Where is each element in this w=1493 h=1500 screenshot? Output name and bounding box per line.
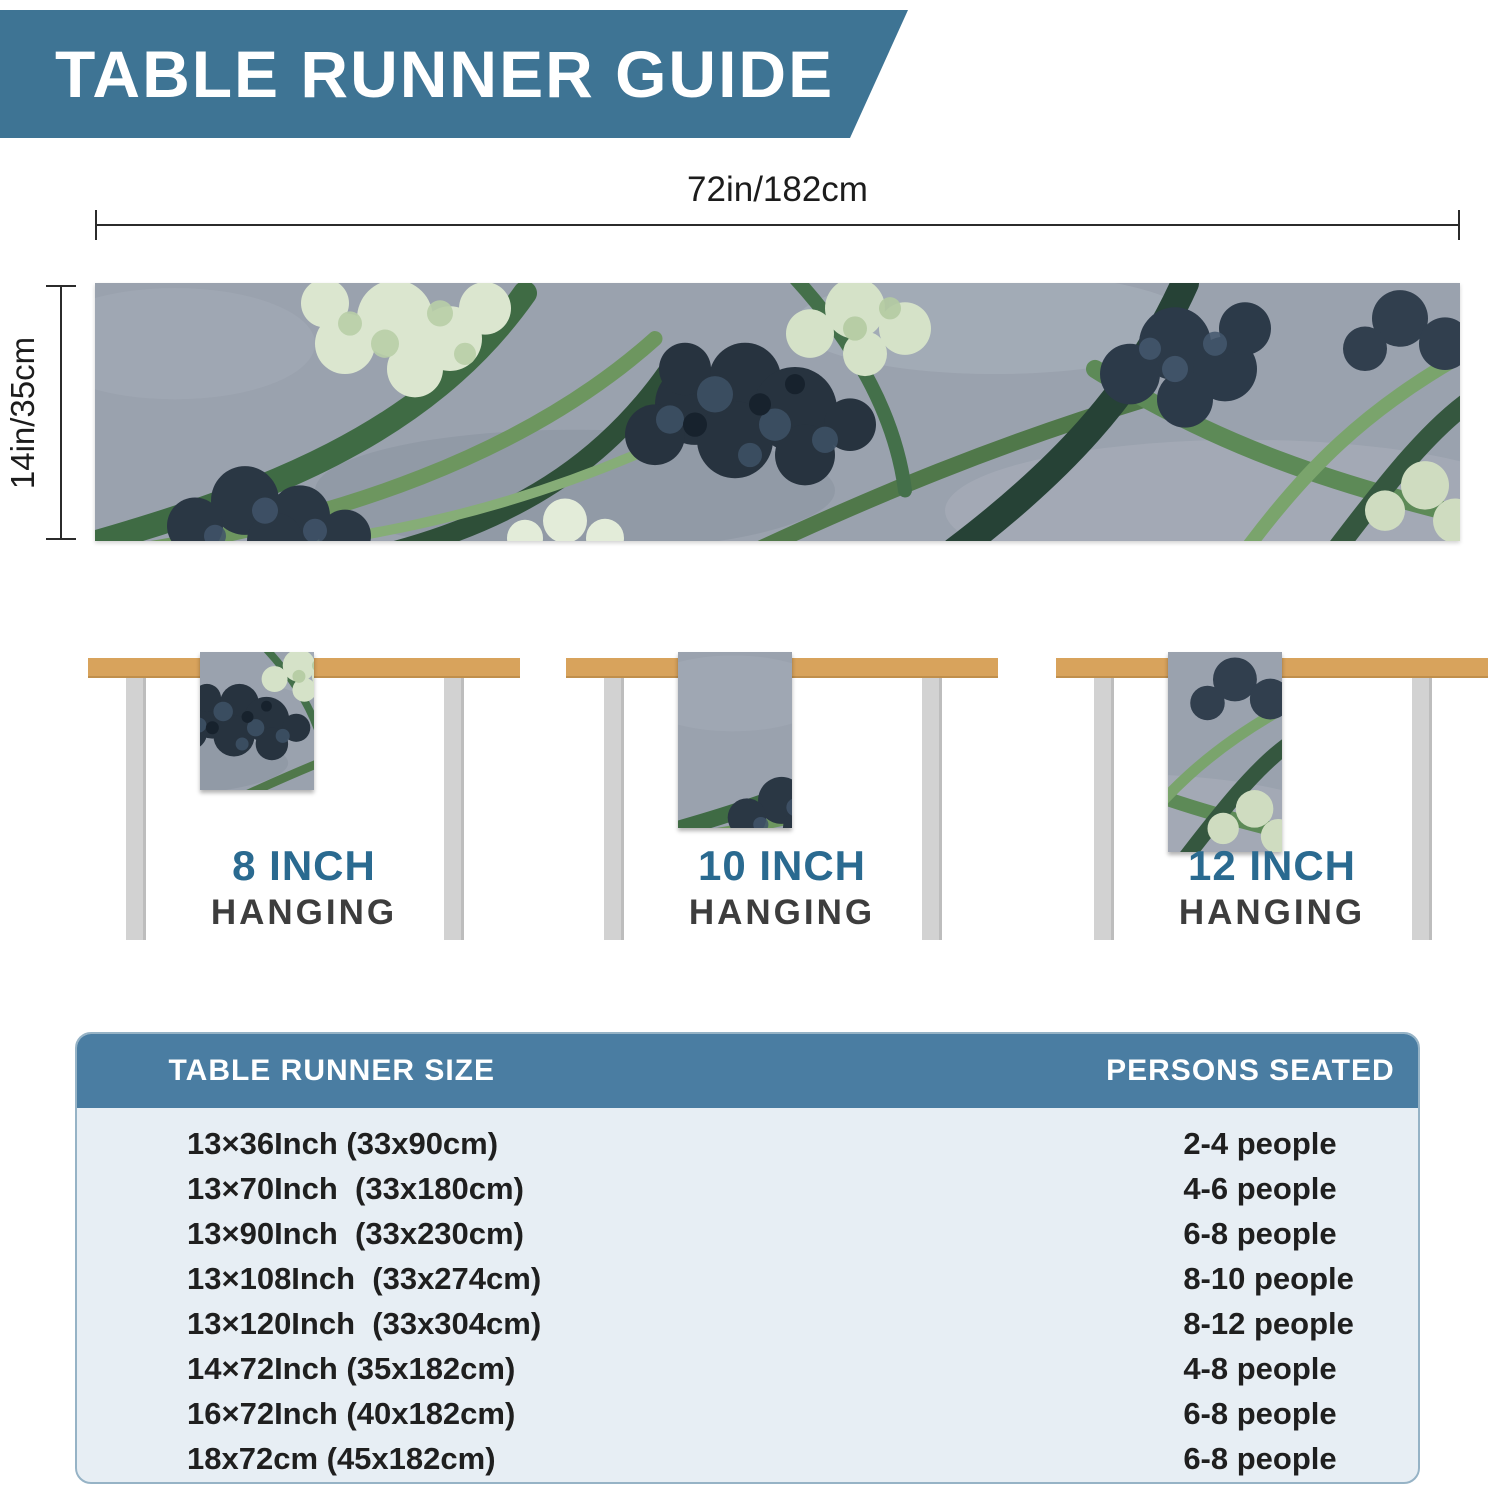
runner-drape xyxy=(1168,652,1282,852)
runner-drape xyxy=(678,652,792,828)
floral-pattern xyxy=(1168,652,1282,852)
cell-size: 16×72Inch (40x182cm) xyxy=(187,1395,516,1431)
cell-size: 13×70Inch (33x180cm) xyxy=(187,1170,524,1206)
floral-pattern xyxy=(200,652,314,790)
floral-pattern xyxy=(678,652,792,828)
cell-size: 14×72Inch (35x182cm) xyxy=(187,1350,516,1386)
cell-persons: 6-8 people xyxy=(1183,1440,1337,1476)
cell-size: 13×120Inch (33x304cm) xyxy=(187,1305,542,1341)
hanging-example-10inch: 10 INCH HANGING xyxy=(566,650,998,980)
cell-size: 13×108Inch (33x274cm) xyxy=(187,1260,542,1296)
table-leg-left xyxy=(1094,678,1114,940)
table-leg-right xyxy=(1412,678,1432,940)
table-row: 13×108Inch (33x274cm) 8-10 people xyxy=(77,1256,1418,1301)
hanging-text-label: HANGING xyxy=(1178,893,1366,932)
table-row: 13×120Inch (33x304cm) 8-12 people xyxy=(77,1301,1418,1346)
table-leg-right xyxy=(922,678,942,940)
hanging-size-label: 8 INCH xyxy=(232,842,376,889)
cell-size: 13×36Inch (33x90cm) xyxy=(187,1125,499,1161)
cell-persons: 6-8 people xyxy=(1183,1395,1337,1431)
cell-persons: 2-4 people xyxy=(1183,1125,1337,1161)
table-leg-left xyxy=(126,678,146,940)
page-title: TABLE RUNNER GUIDE xyxy=(55,37,835,111)
table-row: 16×72Inch (40x182cm) 6-8 people xyxy=(77,1391,1418,1436)
table-leg-left xyxy=(604,678,624,940)
width-dimension-line xyxy=(95,210,1460,240)
hanging-example-8inch: 8 INCH HANGING xyxy=(88,650,520,980)
cell-persons: 8-12 people xyxy=(1183,1305,1354,1341)
hanging-size-label: 10 INCH xyxy=(697,842,867,889)
hanging-text-label: HANGING xyxy=(688,893,876,932)
cell-persons: 8-10 people xyxy=(1183,1260,1354,1296)
floral-pattern xyxy=(95,283,1460,541)
runner-drape xyxy=(200,652,314,790)
cell-size: 18x72cm (45x182cm) xyxy=(187,1440,496,1476)
hanging-size-label: 12 INCH xyxy=(1187,842,1357,889)
size-table-header: TABLE RUNNER SIZE PERSONS SEATED xyxy=(77,1034,1418,1108)
table-leg-right xyxy=(444,678,464,940)
cell-persons: 4-8 people xyxy=(1183,1350,1337,1386)
header-persons-seated: PERSONS SEATED xyxy=(1106,1054,1395,1087)
table-row: 13×36Inch (33x90cm) 2-4 people xyxy=(77,1121,1418,1166)
table-row: 13×70Inch (33x180cm) 4-6 people xyxy=(77,1166,1418,1211)
table-row: 13×90Inch (33x230cm) 6-8 people xyxy=(77,1211,1418,1256)
header-table-runner-size: TABLE RUNNER SIZE xyxy=(168,1054,496,1087)
size-table-body: 13×36Inch (33x90cm) 2-4 people 13×70Inch… xyxy=(77,1108,1418,1481)
size-table: TABLE RUNNER SIZE PERSONS SEATED 13×36In… xyxy=(75,1032,1420,1484)
table-row: 18x72cm (45x182cm) 6-8 people xyxy=(77,1436,1418,1481)
cell-size: 13×90Inch (33x230cm) xyxy=(187,1215,524,1251)
hanging-example-12inch: 12 INCH HANGING xyxy=(1056,650,1488,980)
table-row: 14×72Inch (35x182cm) 4-8 people xyxy=(77,1346,1418,1391)
width-dimension-label: 72in/182cm xyxy=(687,170,868,209)
hanging-text-label: HANGING xyxy=(210,893,398,932)
cell-persons: 4-6 people xyxy=(1183,1170,1337,1206)
cell-persons: 6-8 people xyxy=(1183,1215,1337,1251)
hanging-examples: 8 INCH HANGING 10 INCH HANGING 12 INCH H… xyxy=(0,650,1493,980)
height-dimension-line xyxy=(46,285,76,540)
height-dimension: 14in/35cm xyxy=(0,285,46,540)
banner: TABLE RUNNER GUIDE xyxy=(0,10,908,138)
height-dimension-label: 14in/35cm xyxy=(4,336,42,489)
runner-image xyxy=(95,283,1460,541)
